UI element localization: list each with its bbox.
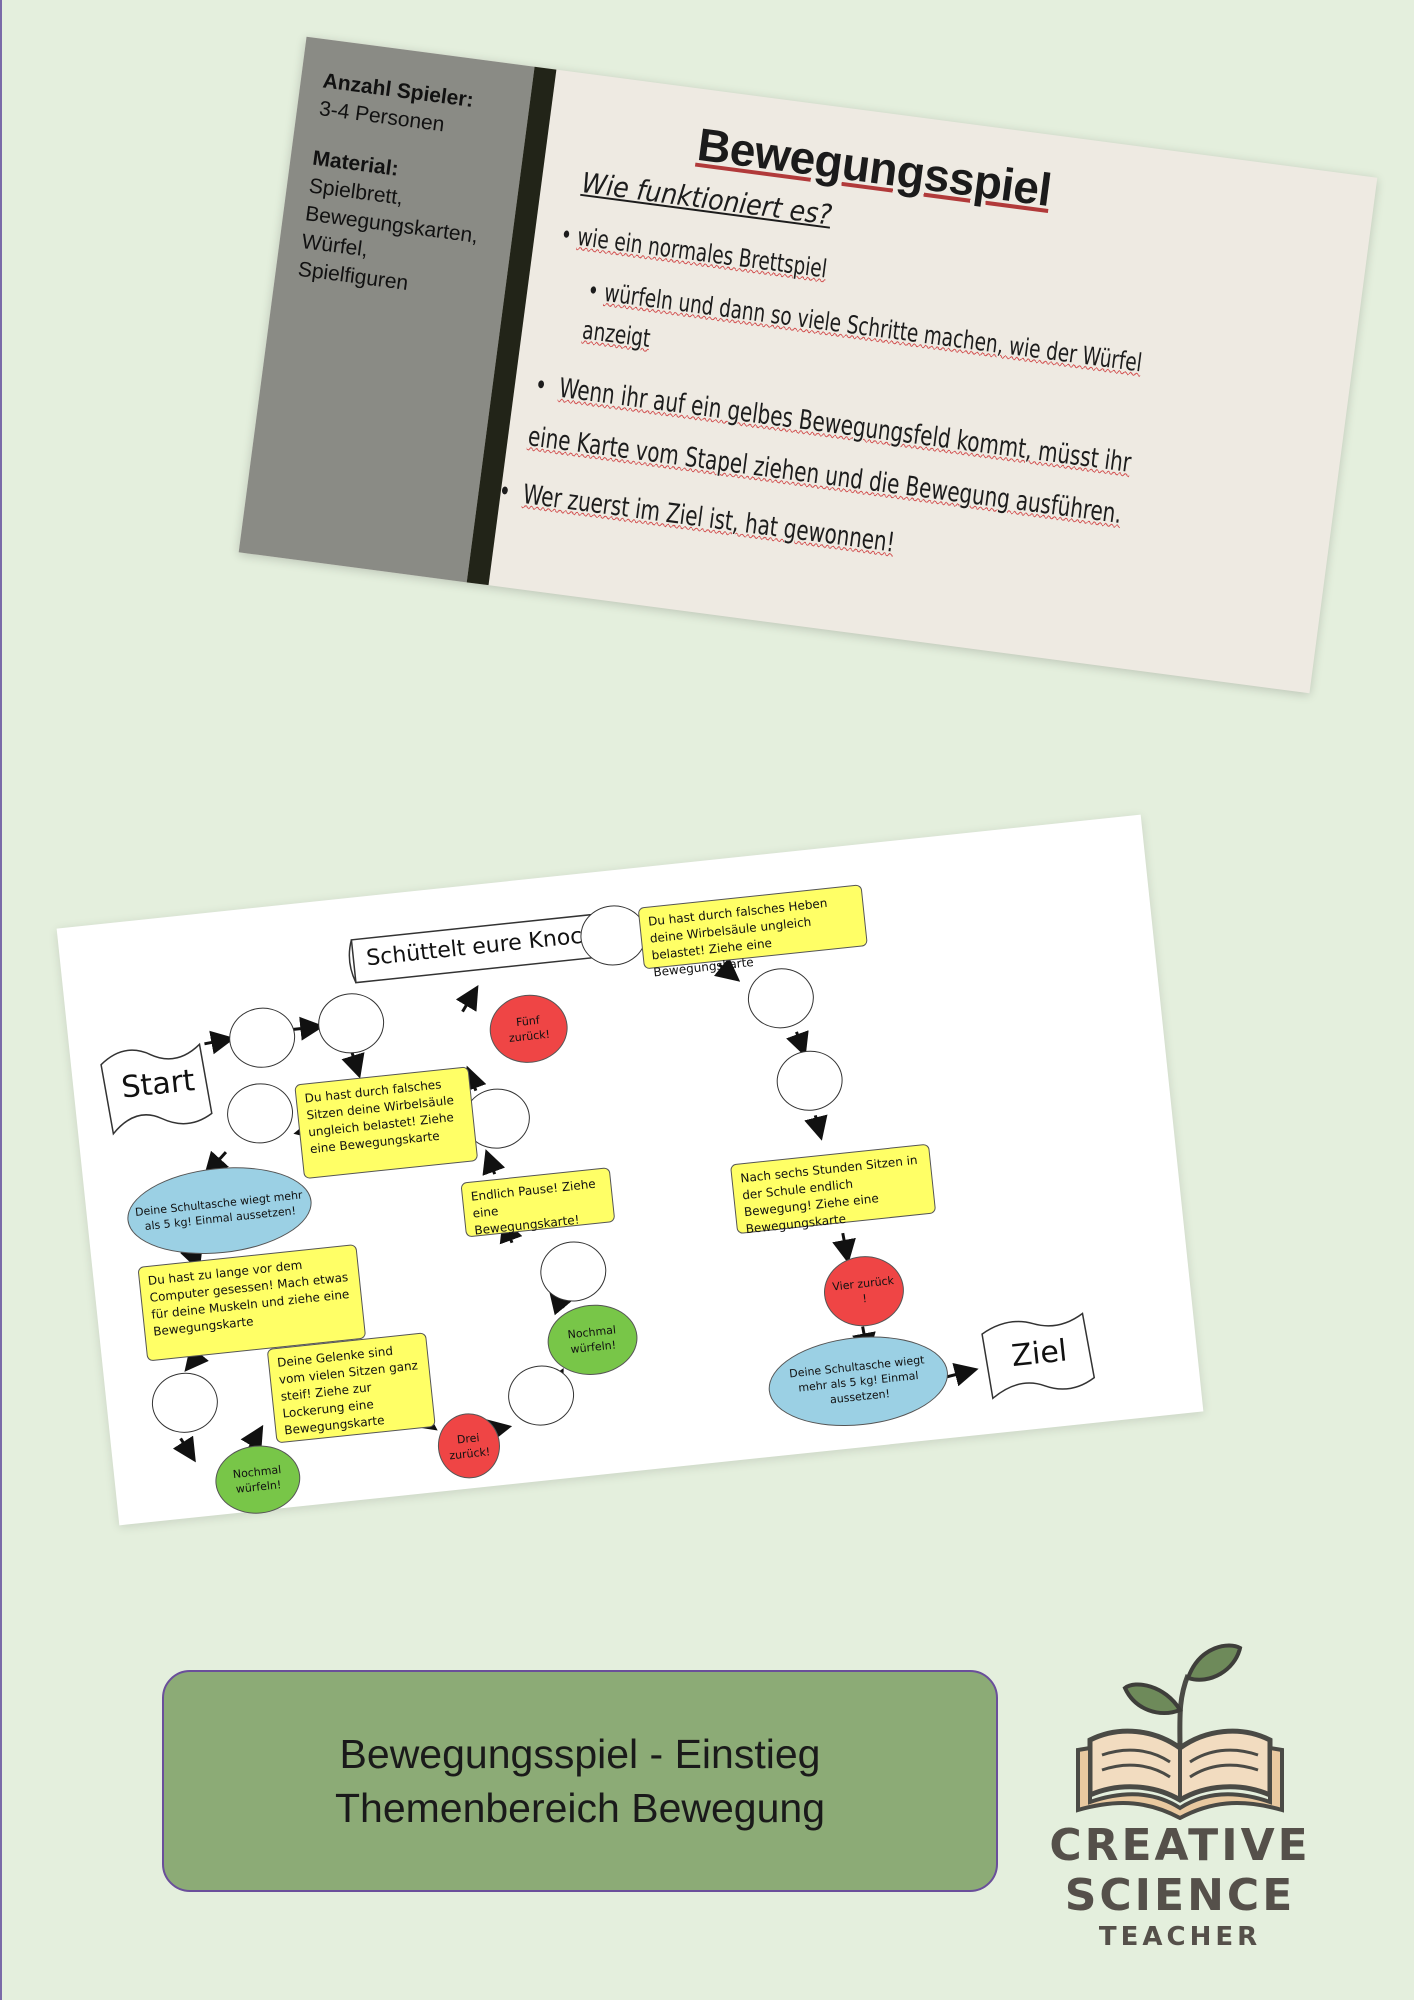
arrow [463, 1065, 487, 1093]
goal-label: Ziel [1009, 1333, 1069, 1375]
arrow [482, 1149, 506, 1176]
arrow [172, 1435, 196, 1463]
game-board: Start Ziel Schüttelt eure Knochen! Du ha… [56, 814, 1204, 1526]
logo-line-creative: CREATIVE [1049, 1820, 1311, 1871]
book-sprout-icon [1076, 1643, 1284, 1821]
logo-line-science: SCIENCE [1064, 1870, 1296, 1921]
slide-sidebar-text: Anzahl Spieler: 3-4 Personen Material: S… [296, 67, 523, 309]
yellow-card: Du hast durch falsches Sitzen deine Wirb… [294, 1066, 479, 1180]
bullet-line: • würfeln und dann so viele Schritte mac… [585, 275, 1144, 378]
yellow-card: Deine Gelenke sind vom vielen Sitzen gan… [266, 1332, 436, 1444]
arrow [786, 1030, 809, 1057]
footer-title-box: Bewegungsspiel - Einstieg Themenbereich … [162, 1670, 998, 1892]
logo-line-teacher: TEACHER [1098, 1922, 1262, 1952]
bullet-line-cont: anzeigt [580, 315, 653, 354]
creative-science-teacher-logo: CREATIVE SCIENCE TEACHER [1030, 1630, 1330, 1960]
goal-flag [981, 1312, 1096, 1400]
arrow [832, 1232, 856, 1264]
footer-title: Bewegungsspiel - Einstieg [339, 1731, 821, 1777]
arrow [293, 1016, 325, 1041]
page-left-rule [0, 0, 2, 2000]
start-flag [100, 1042, 213, 1136]
slide-content: Bewegungsspiel Wie funktioniert es? • wi… [497, 72, 1377, 693]
footer-subtitle: Themenbereich Bewegung [334, 1785, 826, 1831]
bullet-line: • wie ein normales Brettspiel [559, 219, 829, 284]
arrow [455, 985, 479, 1013]
arrow [204, 1030, 236, 1055]
arrow [804, 1114, 828, 1141]
instruction-slide: Anzahl Spieler: 3-4 Personen Material: S… [238, 36, 1378, 694]
